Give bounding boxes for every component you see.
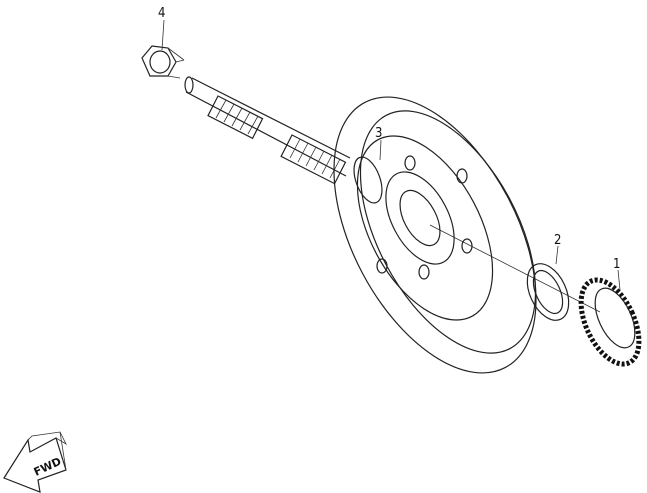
- shaft-part: [184, 76, 383, 204]
- leader-line-3: [379, 139, 382, 161]
- callout-1: 1: [613, 257, 620, 272]
- leader-line-2: [555, 245, 559, 265]
- leader-line-1: [617, 269, 621, 291]
- fwd-label: FWD: [32, 455, 64, 479]
- leader-line-4: [161, 19, 165, 51]
- washer-part: [526, 263, 570, 321]
- nut-part: [141, 45, 185, 79]
- clutch-drum-part: [333, 96, 537, 374]
- callout-4: 4: [158, 6, 165, 21]
- axis-line: [429, 224, 601, 313]
- callout-3: 3: [375, 126, 382, 141]
- bearing-part: [578, 277, 642, 367]
- fwd-direction-arrow: FWD: [3, 431, 67, 493]
- callout-2: 2: [554, 233, 561, 248]
